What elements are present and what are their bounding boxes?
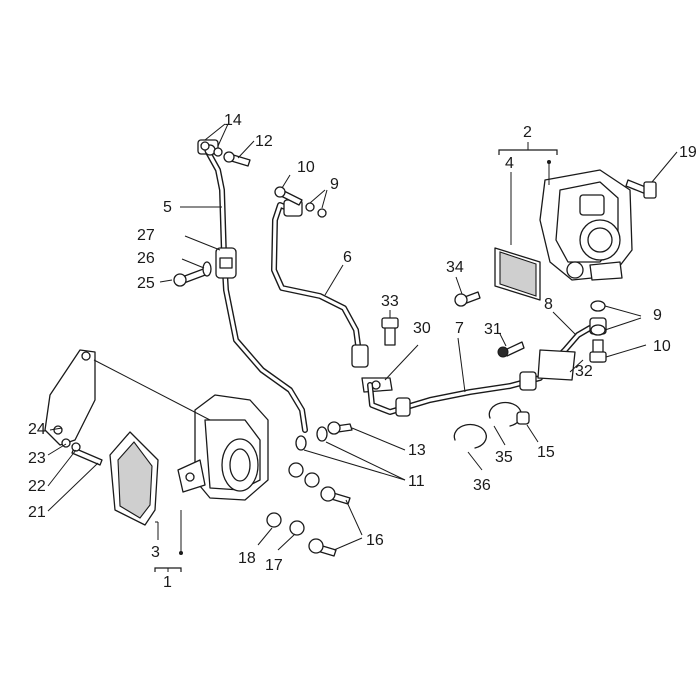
callout-14: 14	[224, 112, 242, 129]
bolt-33	[381, 317, 399, 346]
mounting-plate-24	[44, 349, 96, 446]
callout-23: 23	[28, 450, 46, 467]
callout-34: 34	[446, 259, 464, 276]
callout-36: 36	[473, 477, 491, 494]
washers-11	[295, 426, 328, 451]
caliper-assembly-right	[539, 169, 633, 281]
callout-25: 25	[137, 275, 155, 292]
callout-18: 18	[238, 550, 256, 567]
callout-12: 12	[255, 133, 273, 150]
callout-6: 6	[343, 249, 352, 266]
callout-11: 11	[408, 473, 425, 490]
callout-32: 32	[575, 363, 593, 380]
brake-hose-7	[367, 371, 543, 417]
bolts-16	[308, 486, 351, 557]
callout-19: 19	[679, 144, 697, 161]
brake-pads-4	[494, 247, 541, 301]
callout-13: 13	[408, 442, 426, 459]
bracket-30	[361, 377, 393, 393]
callout-9-right: 9	[653, 307, 662, 324]
callout-35: 35	[495, 449, 513, 466]
callout-30: 30	[413, 320, 431, 337]
brake-hose-5	[197, 139, 308, 433]
callout-21: 21	[28, 504, 46, 521]
washers-17-18	[266, 462, 320, 536]
callout-labels: 14 12 5 27 26 25 10 9 6 34 33 30 7 31 8 …	[28, 112, 697, 591]
screw-19	[625, 179, 657, 199]
callout-22: 22	[28, 478, 46, 495]
bolt-34	[454, 291, 481, 307]
screw-31	[497, 341, 525, 358]
callout-5: 5	[163, 199, 172, 216]
callout-27: 27	[137, 227, 155, 244]
callout-31: 31	[484, 321, 502, 338]
callout-15: 15	[537, 444, 555, 461]
callout-26: 26	[137, 250, 155, 267]
callout-4: 4	[505, 155, 514, 172]
clip-15	[516, 411, 530, 425]
leader-lines	[47, 123, 678, 551]
bolt-13	[327, 421, 353, 435]
brake-pads-3	[109, 431, 159, 526]
callout-8: 8	[544, 296, 553, 313]
caliper-left	[177, 394, 269, 501]
callout-17: 17	[265, 557, 283, 574]
callout-7: 7	[455, 320, 464, 337]
callout-9-upper: 9	[330, 176, 339, 193]
bolt-25	[173, 261, 212, 287]
clip-36	[453, 423, 487, 449]
callout-16: 16	[366, 532, 384, 549]
callout-33: 33	[381, 293, 399, 310]
brake-hose-6	[271, 199, 369, 368]
callout-10-upper: 10	[297, 159, 315, 176]
callout-24: 24	[28, 421, 46, 438]
bolt-10-right	[589, 339, 607, 363]
callout-3: 3	[151, 544, 160, 561]
callout-1: 1	[163, 574, 172, 591]
brake-line-8	[537, 317, 607, 381]
banjo-bolt-12	[200, 141, 251, 167]
group-bracket-2-4	[498, 142, 558, 245]
callout-10-right: 10	[653, 338, 671, 355]
callout-2: 2	[523, 124, 532, 141]
group-bracket-1-3	[154, 510, 183, 572]
